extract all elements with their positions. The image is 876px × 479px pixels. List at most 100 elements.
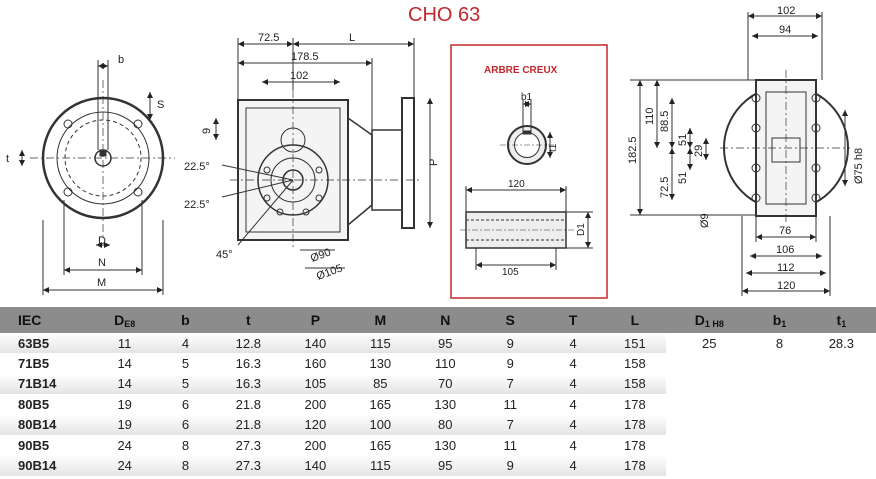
table-cell: 11: [477, 394, 543, 415]
table-cell: 19: [92, 414, 158, 435]
table-cell: 16.3: [213, 353, 283, 374]
technical-drawing: b S t D N M 72.5 L 178.5 102 9: [6, 5, 865, 299]
table-cell: [806, 455, 876, 476]
hollow-shaft-frame: [450, 44, 608, 299]
table-cell: 9: [477, 455, 543, 476]
table-cell: 28.3: [806, 333, 876, 354]
table-cell: 100: [347, 414, 413, 435]
table-cell: 115: [347, 333, 413, 354]
table-cell: 4: [542, 414, 604, 435]
table-cell: 158: [603, 353, 667, 374]
table-cell: 8: [752, 333, 807, 354]
column-header: IEC: [0, 307, 93, 333]
column-header: L: [603, 307, 667, 333]
table-cell: [666, 434, 753, 456]
label-d9: Ø9: [699, 213, 711, 228]
label-102: 102: [290, 70, 308, 82]
table-cell: [666, 455, 753, 476]
column-header: b: [157, 307, 214, 333]
table-cell: [806, 373, 876, 395]
table-cell: 11: [477, 434, 543, 456]
table-cell: 178: [603, 394, 667, 415]
column-header: N: [412, 307, 478, 333]
table-cell: 165: [347, 394, 413, 415]
label-88-5: 88.5: [659, 111, 671, 132]
label-72-5-end: 72.5: [659, 177, 671, 198]
table-cell: 71B14: [0, 373, 93, 395]
end-view: [630, 12, 850, 296]
table-cell: 4: [542, 373, 604, 395]
table-cell: 4: [542, 394, 604, 415]
table-cell: [806, 414, 876, 435]
table-cell: 19: [92, 394, 158, 415]
label-b1: b1: [521, 92, 533, 103]
table-cell: 4: [542, 455, 604, 476]
column-header: S: [477, 307, 543, 333]
table-cell: [752, 434, 807, 456]
table-cell: 90B14: [0, 455, 93, 476]
table-cell: 4: [542, 434, 604, 456]
column-header: P: [282, 307, 348, 333]
table-cell: 9: [477, 353, 543, 374]
column-header: D1 H8: [666, 307, 753, 333]
table-cell: 7: [477, 373, 543, 395]
table-cell: 8: [157, 455, 214, 476]
table-cell: 85: [347, 373, 413, 395]
table-cell: 140: [282, 455, 348, 476]
column-header: M: [347, 307, 413, 333]
drawing-title: CHO 63: [408, 4, 481, 26]
label-76: 76: [779, 225, 791, 237]
label-d90: Ø90: [309, 246, 333, 264]
table-cell: 151: [603, 333, 667, 354]
table-cell: [666, 414, 753, 435]
label-72-5: 72.5: [258, 32, 279, 44]
table-cell: 158: [603, 373, 667, 395]
table-cell: 8: [157, 434, 214, 456]
table-cell: 27.3: [213, 434, 283, 456]
label-102-end: 102: [777, 5, 795, 17]
table-cell: [752, 353, 807, 374]
table-cell: [806, 394, 876, 415]
column-header: t: [213, 307, 283, 333]
table-cell: 200: [282, 434, 348, 456]
table-cell: 24: [92, 455, 158, 476]
front-flange-view: [19, 60, 175, 295]
table-cell: 63B5: [0, 333, 93, 354]
table-cell: 4: [542, 333, 604, 354]
table-cell: [752, 455, 807, 476]
table-cell: 4: [542, 353, 604, 374]
label-51-top: 51: [677, 134, 689, 146]
table-cell: [806, 434, 876, 456]
column-header: t1: [806, 307, 876, 333]
table-cell: 130: [412, 394, 478, 415]
label-112: 112: [777, 262, 795, 274]
table-cell: 160: [282, 353, 348, 374]
label-120-shaft: 120: [508, 179, 525, 190]
label-105-shaft: 105: [502, 267, 519, 278]
label-b: b: [118, 54, 124, 66]
label-106: 106: [776, 244, 794, 256]
hollow-shaft-view: [460, 100, 593, 270]
table-cell: 178: [603, 414, 667, 435]
table-cell: 6: [157, 394, 214, 415]
label-d: D: [98, 235, 106, 247]
table-cell: 25: [666, 333, 753, 354]
table-cell: 178: [603, 434, 667, 456]
table-cell: 70: [412, 373, 478, 395]
label-d1: D1: [576, 223, 587, 236]
table-cell: [752, 414, 807, 435]
table-cell: 16.3: [213, 373, 283, 395]
label-n: N: [98, 257, 106, 269]
table-cell: 105: [282, 373, 348, 395]
label-d105: Ø105: [315, 262, 344, 282]
table-cell: [666, 373, 753, 395]
column-header: T: [542, 307, 604, 333]
table-cell: 5: [157, 373, 214, 395]
